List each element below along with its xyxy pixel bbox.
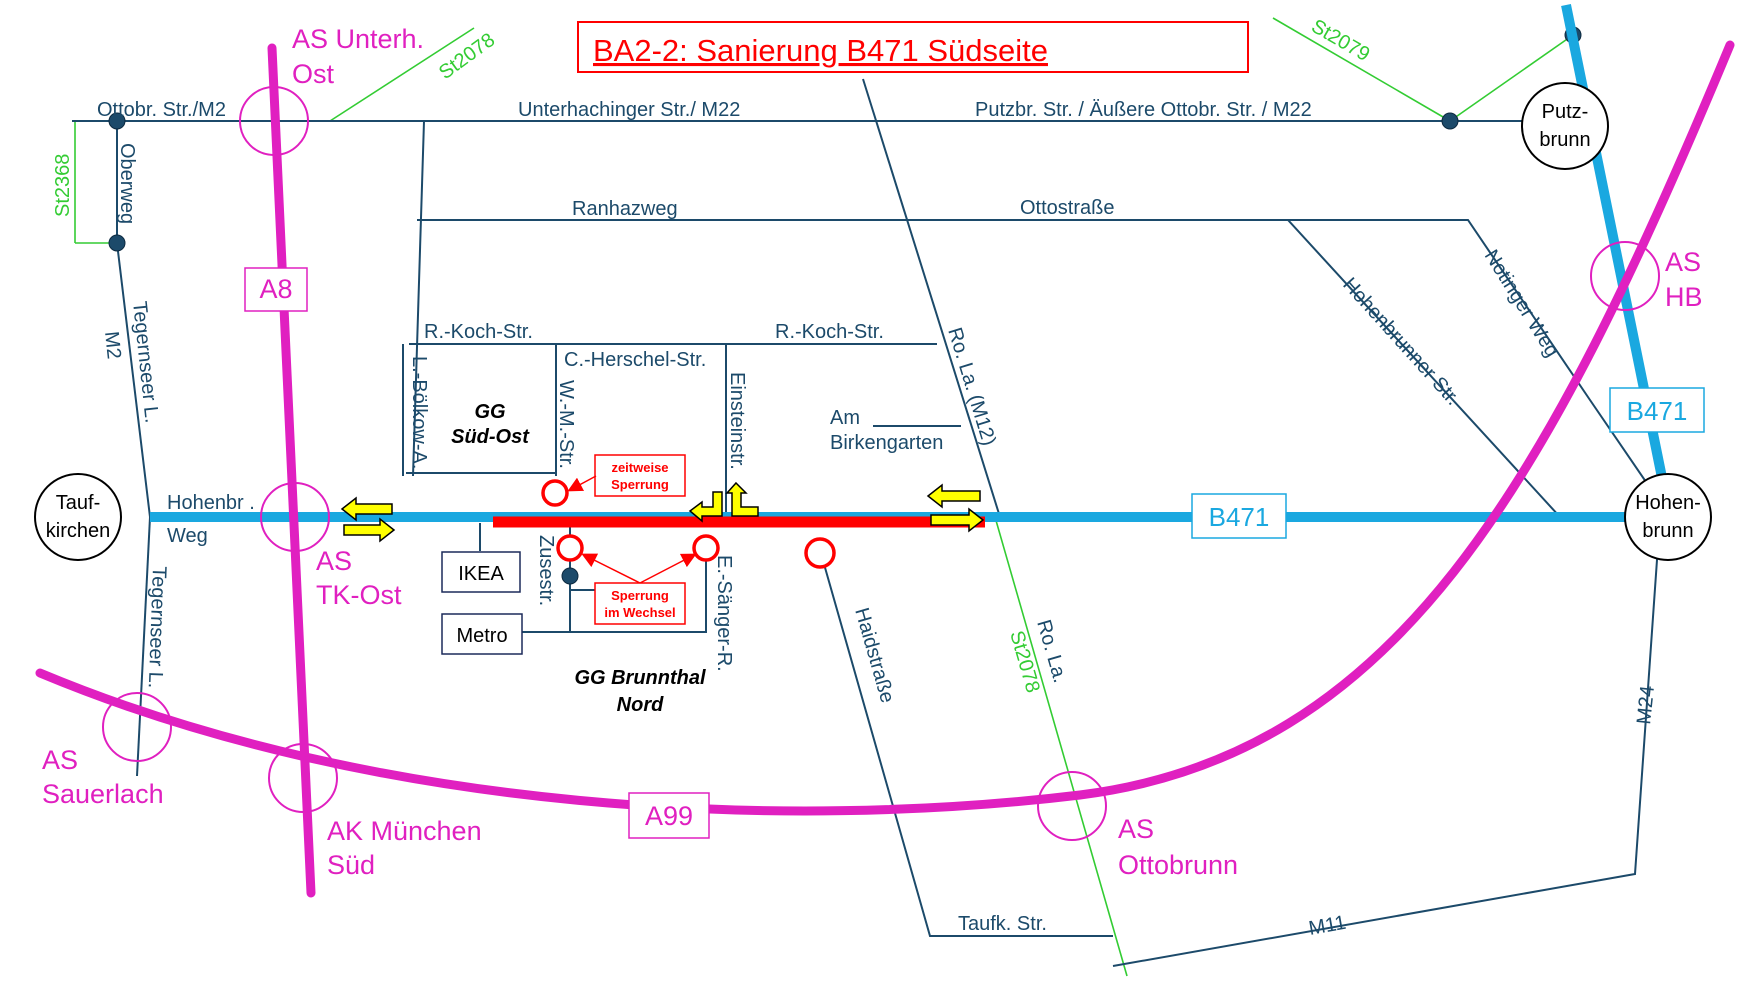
town-hohenbrunn-line2: brunn xyxy=(1642,520,1693,542)
wechsel-line1: Sperrung xyxy=(611,588,669,603)
street-network xyxy=(72,78,1671,967)
a99-label: A99 xyxy=(645,801,693,831)
oberweg-label: Oberweg xyxy=(116,143,138,224)
am-birkengarten-line1: Am xyxy=(830,407,860,429)
a8-label: A8 xyxy=(259,274,292,304)
lboelkow-label: L.-Bölkow-A. xyxy=(408,356,430,469)
tegernseer-upper-label: Tegernseer L. xyxy=(128,300,163,424)
ak-muenchen-line1: AK München xyxy=(327,816,482,846)
closure-markers xyxy=(541,479,836,569)
ikea-label: IKEA xyxy=(458,563,504,585)
turn-arrows xyxy=(688,481,759,523)
st2079-label: St2079 xyxy=(1308,15,1374,66)
as-unterh-line2: Ost xyxy=(292,59,335,89)
two-way-arrow-right xyxy=(926,483,985,533)
metro-box xyxy=(441,613,523,655)
as-ottobrunn-line1: AS xyxy=(1118,814,1154,844)
town-circles xyxy=(34,82,1712,561)
tegernseer-lower-label: Tegernseer L. xyxy=(144,566,170,689)
title-box xyxy=(577,21,1249,73)
einstein-label: Einsteinstr. xyxy=(726,372,748,470)
zeitweise-line2: Sperrung xyxy=(611,477,669,492)
esaenger-label: E.-Sänger-R. xyxy=(713,555,735,672)
unterhachinger-label: Unterhachinger Str./ M22 xyxy=(518,99,740,121)
putzbr-label: Putzbr. Str. / Äußere Ottobr. Str. / M22 xyxy=(975,99,1312,121)
b471-label-center: B471 xyxy=(1209,502,1270,532)
b471-label-right: B471 xyxy=(1627,396,1688,426)
notinger-label: Notinger Weg xyxy=(1480,246,1563,361)
gg-suedost-line2: Süd-Ost xyxy=(451,426,530,448)
ak-muenchen-line2: Süd xyxy=(327,850,375,880)
wechsel-box xyxy=(594,582,686,625)
taufk-str-label: Taufk. Str. xyxy=(958,913,1047,935)
zeitweise-line1: zeitweise xyxy=(611,460,668,475)
rola-m12-label: Ro. La. (M12) xyxy=(943,325,1000,448)
as-unterh-line1: AS Unterh. xyxy=(292,24,424,54)
pointer-arrows xyxy=(567,475,697,584)
ottobr-m2-label: Ottobr. Str./M2 xyxy=(97,99,226,121)
town-putzbrunn-line2: brunn xyxy=(1539,129,1590,151)
as-sauerlach-line2: Sauerlach xyxy=(42,779,164,809)
m24-label: M24 xyxy=(1633,685,1659,726)
zeitweise-box xyxy=(594,454,686,497)
haidstrasse-label: Haidstraße xyxy=(850,605,898,705)
cherschel-label: C.-Herschel-Str. xyxy=(564,349,706,371)
town-taufkirchen-line2: kirchen xyxy=(46,520,110,542)
as-hb-line1: AS xyxy=(1665,247,1701,277)
as-tk-line1: AS xyxy=(316,546,352,576)
zusestr-label: Zusestr. xyxy=(535,535,557,606)
a8-box xyxy=(244,267,308,312)
two-way-arrow-left xyxy=(340,496,396,543)
st2078-top-label: St2078 xyxy=(435,29,499,84)
as-tk-line2: TK-Ost xyxy=(316,580,402,610)
rkoch-left-label: R.-Koch-Str. xyxy=(424,321,533,343)
m2-label: M2 xyxy=(100,330,125,360)
rkoch-right-label: R.-Koch-Str. xyxy=(775,321,884,343)
ottostrasse-label: Ottostraße xyxy=(1020,197,1114,219)
motorways xyxy=(35,40,1735,898)
gg-brunnthal-line2: Nord xyxy=(617,694,664,716)
metro-label: Metro xyxy=(456,625,507,647)
b471-box-right xyxy=(1609,387,1705,433)
town-taufkirchen-line1: Tauf- xyxy=(56,492,100,514)
st2368-label: St2368 xyxy=(52,154,74,217)
gg-brunnthal-line1: GG Brunnthal xyxy=(574,667,706,689)
weg-label: Weg xyxy=(167,525,208,547)
am-birkengarten-line2: Birkengarten xyxy=(830,432,943,454)
a99-box xyxy=(628,792,710,839)
town-putzbrunn-line1: Putz- xyxy=(1542,101,1589,123)
gg-suedost-line1: GG xyxy=(474,401,505,423)
interchange-circles xyxy=(102,86,1660,841)
as-sauerlach-line1: AS xyxy=(42,745,78,775)
town-hohenbrunn-line1: Hohen- xyxy=(1635,492,1701,514)
as-ottobrunn-line2: Ottobrunn xyxy=(1118,850,1238,880)
hohenbrunner-label: Hohenbrunner Str. xyxy=(1338,274,1464,410)
b471-box-center xyxy=(1191,493,1287,539)
state-roads xyxy=(74,17,1574,977)
as-hb-line2: HB xyxy=(1665,282,1703,312)
map-title: BA2-2: Sanierung B471 Südseite xyxy=(593,33,1048,68)
wm-str-label: W.-M.-Str. xyxy=(555,380,577,469)
hohenbr-label: Hohenbr . xyxy=(167,492,255,514)
ranhazweg-label: Ranhazweg xyxy=(572,198,678,220)
ikea-box xyxy=(441,551,521,593)
wechsel-line2: im Wechsel xyxy=(604,605,675,620)
m11-label: M11 xyxy=(1307,912,1348,940)
